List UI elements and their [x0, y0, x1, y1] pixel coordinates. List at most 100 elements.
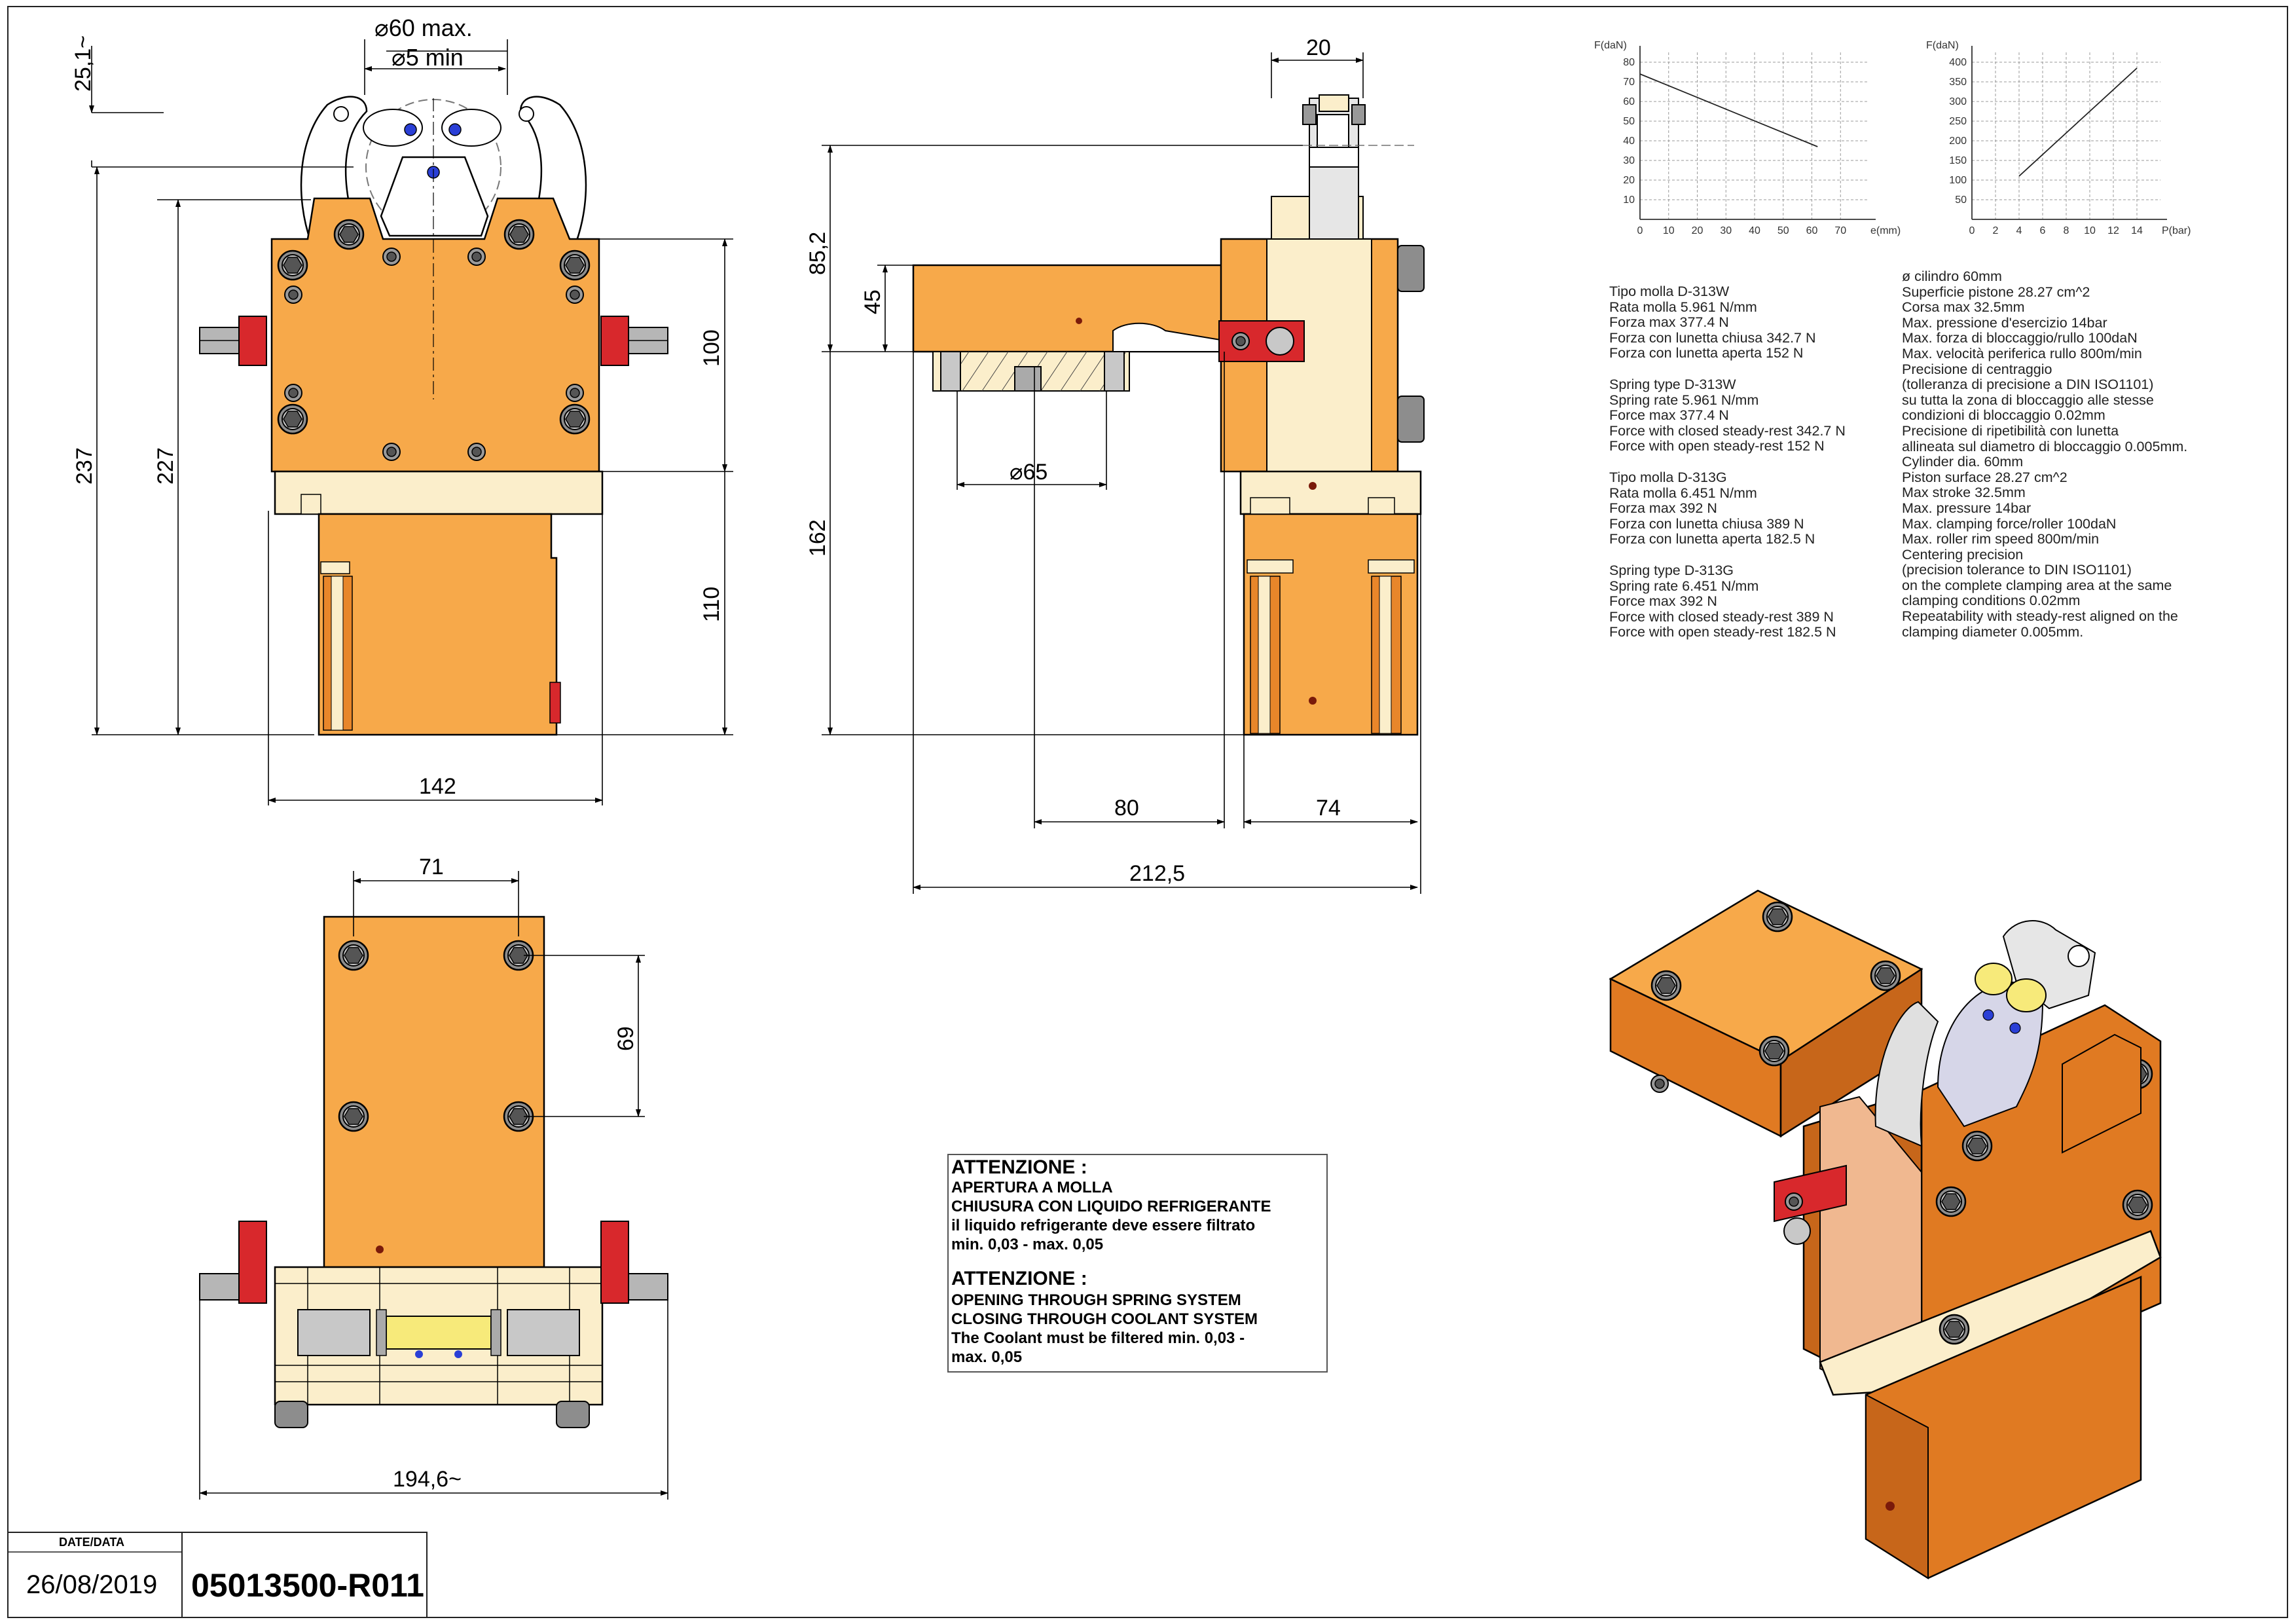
spec-line: Max. roller rim speed 800m/min	[1902, 531, 2100, 547]
front-view	[199, 96, 668, 736]
x-tick-label: 4	[2016, 225, 2022, 236]
y-tick-label: 60	[1623, 96, 1635, 107]
y-tick-label: 100	[1949, 175, 1967, 186]
warning-title-it: ATTENZIONE :	[951, 1156, 1087, 1178]
y-tick-label: 70	[1623, 77, 1635, 88]
dim-20: 20	[1306, 35, 1331, 60]
spec-line: condizioni di bloccaggio 0.02mm	[1902, 407, 2105, 424]
dim-45: 45	[860, 289, 885, 314]
spec-line	[1609, 361, 1846, 377]
spec-line: Forza con lunetta chiusa 389 N	[1609, 515, 1804, 532]
bottom-top-block	[323, 915, 545, 1268]
x-tick-label: 14	[2131, 225, 2143, 236]
spec-line: Superficie pistone 28.27 cm^2	[1902, 284, 2090, 300]
warning-en-3: The Coolant must be filtered min. 0,03 -	[951, 1329, 1245, 1347]
dim-100: 100	[699, 329, 724, 367]
x-tick-label: 20	[1692, 225, 1704, 236]
spec-line: Max. forza di bloccaggio/rullo 100daN	[1902, 330, 2138, 346]
drawing-code: 05013500-R011	[191, 1567, 424, 1604]
spec-line: clamping conditions 0.02mm	[1902, 593, 2081, 609]
warning-title-en: ATTENZIONE :	[951, 1268, 1087, 1289]
x-tick-label: 0	[1637, 225, 1643, 236]
spec-line: Forza max 377.4 N	[1609, 314, 1729, 331]
spec-line: Max. pressione d'esercizio 14bar	[1902, 314, 2107, 331]
front-cream-plate	[274, 470, 604, 515]
x-tick-label: 60	[1806, 225, 1818, 236]
dim-212: 212,5	[1129, 861, 1185, 886]
spec-line: Rata molla 6.451 N/mm	[1609, 485, 1757, 501]
spec-line: Max. pressure 14bar	[1902, 500, 2032, 516]
front-jaw-right	[519, 96, 587, 244]
spec-line: Max. clamping force/roller 100daN	[1902, 515, 2117, 532]
front-cylinder	[318, 513, 558, 736]
spec-line: Forza con lunetta aperta 152 N	[1609, 345, 1804, 361]
dimension-text: ⌀60 max. ⌀5 min 25,1~ 237 227 100 110 14…	[71, 14, 1341, 1492]
y-tick-label: 350	[1949, 77, 1967, 88]
y-axis-label: F(daN)	[1594, 40, 1627, 51]
spec-line: Centering precision	[1902, 546, 2024, 563]
x-tick-label: 6	[2040, 225, 2046, 236]
warning-it-2: CHIUSURA CON LIQUIDO REFRIGERANTE	[951, 1198, 1271, 1215]
spec-line: su tutta la zona di bloccaggio alle stes…	[1902, 392, 2154, 408]
warning-it-1: APERTURA A MOLLA	[951, 1179, 1113, 1196]
dim-top-offset: 25,1~	[71, 35, 96, 92]
series-line	[1639, 73, 1818, 147]
spec-line: (precision tolerance to DIN ISO1101)	[1902, 562, 2132, 578]
spec-line: Force with open steady-rest 182.5 N	[1609, 624, 1836, 640]
spec-line: Forza con lunetta chiusa 342.7 N	[1609, 329, 1816, 346]
sheet-border	[7, 6, 2288, 1618]
y-tick-label: 250	[1949, 116, 1967, 127]
x-tick-label: 8	[2064, 225, 2069, 236]
warning-it-3: il liquido refrigerante deve essere filt…	[951, 1217, 1256, 1234]
warning-it-4: min. 0,03 - max. 0,05	[951, 1236, 1104, 1253]
dim-d65: ⌀65	[1010, 460, 1048, 485]
spec-line: Tipo molla D-313G	[1609, 469, 1727, 485]
dim-194: 194,6~	[393, 1467, 462, 1492]
x-tick-label: 50	[1777, 225, 1789, 236]
y-tick-label: 30	[1623, 155, 1635, 166]
spec-line: Force max 392 N	[1609, 593, 1717, 610]
y-tick-label: 80	[1623, 57, 1635, 68]
y-tick-label: 20	[1623, 175, 1635, 186]
spec-line: allineata sul diametro di bloccaggio 0.0…	[1902, 438, 2188, 454]
bottom-view	[199, 915, 668, 1428]
drawing-date: 26/08/2019	[26, 1570, 158, 1599]
spec-line: Spring rate 6.451 N/mm	[1609, 578, 1759, 594]
spec-line	[1609, 454, 1846, 470]
dim-74: 74	[1316, 796, 1341, 821]
spec-line: clamping diameter 0.005mm.	[1902, 623, 2084, 640]
spec-line: Forza max 392 N	[1609, 500, 1717, 517]
spec-line: on the complete clamping area at the sam…	[1902, 577, 2172, 593]
y-tick-label: 400	[1949, 57, 1967, 68]
spec-line: Spring type D-313G	[1609, 562, 1734, 578]
date-label: DATE/DATA	[59, 1536, 124, 1549]
warning-en-4: max. 0,05	[951, 1348, 1023, 1366]
dim-237: 237	[72, 447, 97, 485]
x-tick-label: 30	[1720, 225, 1732, 236]
front-main-body	[270, 197, 600, 473]
spec-line: Force with open steady-rest 152 N	[1609, 438, 1825, 454]
y-tick-label: 40	[1623, 136, 1635, 147]
x-axis-label: e(mm)	[1870, 225, 1901, 236]
spec-line: Precisione di ripetibilità con lunetta	[1902, 422, 2119, 439]
y-tick-label: 200	[1949, 136, 1967, 147]
dim-162: 162	[805, 519, 830, 557]
spec-line: Force with closed steady-rest 342.7 N	[1609, 422, 1846, 439]
x-tick-label: 0	[1969, 225, 1975, 236]
warning-box: ATTENZIONE : APERTURA A MOLLA CHIUSURA C…	[947, 1154, 1328, 1373]
title-block	[7, 1532, 428, 1618]
spec-line: Tipo molla D-313W	[1609, 284, 1730, 299]
dim-227: 227	[153, 447, 178, 485]
dim-110: 110	[699, 587, 724, 622]
spec-line: Repeatability with steady-rest aligned o…	[1902, 608, 2178, 625]
x-tick-label: 10	[1663, 225, 1675, 236]
dim-69: 69	[613, 1026, 638, 1051]
x-axis-label: P(bar)	[2162, 225, 2191, 236]
y-tick-label: 150	[1949, 155, 1967, 166]
x-tick-label: 70	[1834, 225, 1846, 236]
spec-line: Spring rate 5.961 N/mm	[1609, 392, 1759, 408]
isometric-view	[1609, 889, 2162, 1579]
